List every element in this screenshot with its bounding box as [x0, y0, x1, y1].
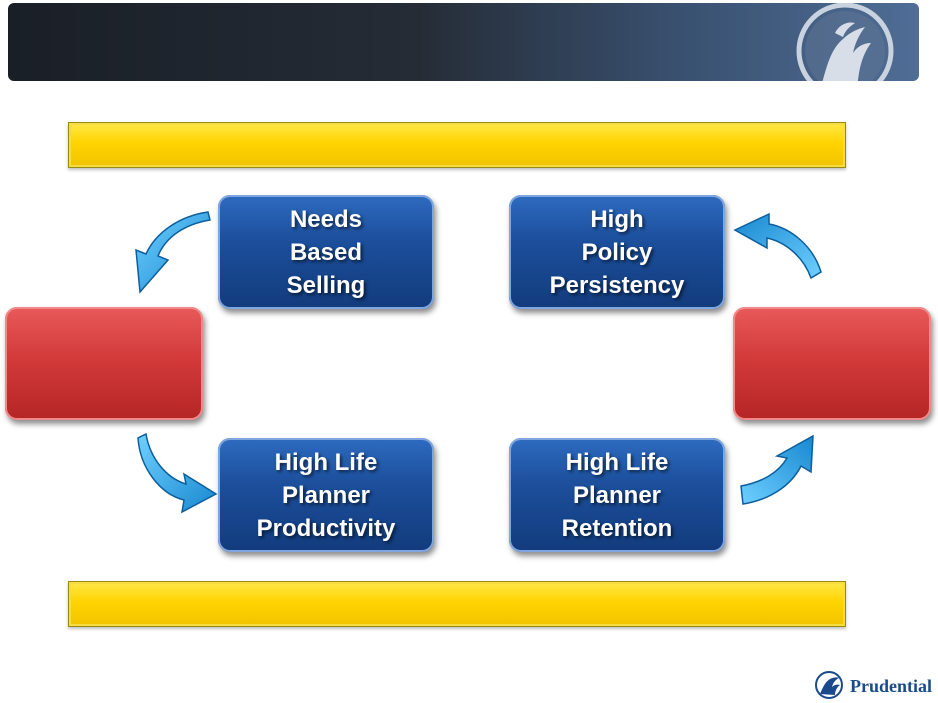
prudential-rock-small-icon: [815, 671, 843, 699]
header-bar: [8, 3, 919, 81]
high-life-planner-retention-box: High Life Planner Retention: [509, 438, 725, 552]
high-life-planner-retention-line-1: High Life: [565, 448, 669, 476]
high-life-planner-productivity-line-1: High Life: [274, 448, 378, 476]
left-red-box: [5, 307, 203, 420]
high-life-planner-productivity-line-3: Productivity: [256, 514, 396, 542]
curved-arrow-icon: [135, 211, 211, 294]
footer-logo: Prudential: [814, 670, 936, 700]
high-life-planner-retention-line-2: Planner: [572, 481, 661, 509]
needs-based-selling-line-3: Selling: [286, 271, 366, 299]
brand-name: Prudential: [850, 676, 933, 696]
bottom-yellow-banner: [68, 581, 846, 627]
high-policy-persistency-line-2: Policy: [581, 238, 653, 266]
high-policy-persistency-line-1: High: [590, 205, 644, 233]
top-yellow-banner: [68, 122, 846, 168]
curved-arrow-icon: [733, 212, 822, 280]
needs-based-selling-box: Needs Based Selling: [218, 195, 434, 309]
high-life-planner-retention-line-3: Retention: [561, 514, 673, 542]
needs-based-selling-line-1: Needs: [289, 205, 363, 233]
needs-based-selling-line-2: Based: [289, 238, 363, 266]
curved-arrow-icon: [137, 432, 218, 514]
high-policy-persistency-line-3: Persistency: [549, 271, 685, 299]
high-life-planner-productivity-line-2: Planner: [281, 481, 370, 509]
high-policy-persistency-box: High Policy Persistency: [509, 195, 725, 309]
curved-arrow-icon: [740, 434, 814, 505]
right-red-box: [733, 307, 931, 420]
prudential-rock-logo-icon: [796, 3, 894, 81]
high-life-planner-productivity-box: High Life Planner Productivity: [218, 438, 434, 552]
